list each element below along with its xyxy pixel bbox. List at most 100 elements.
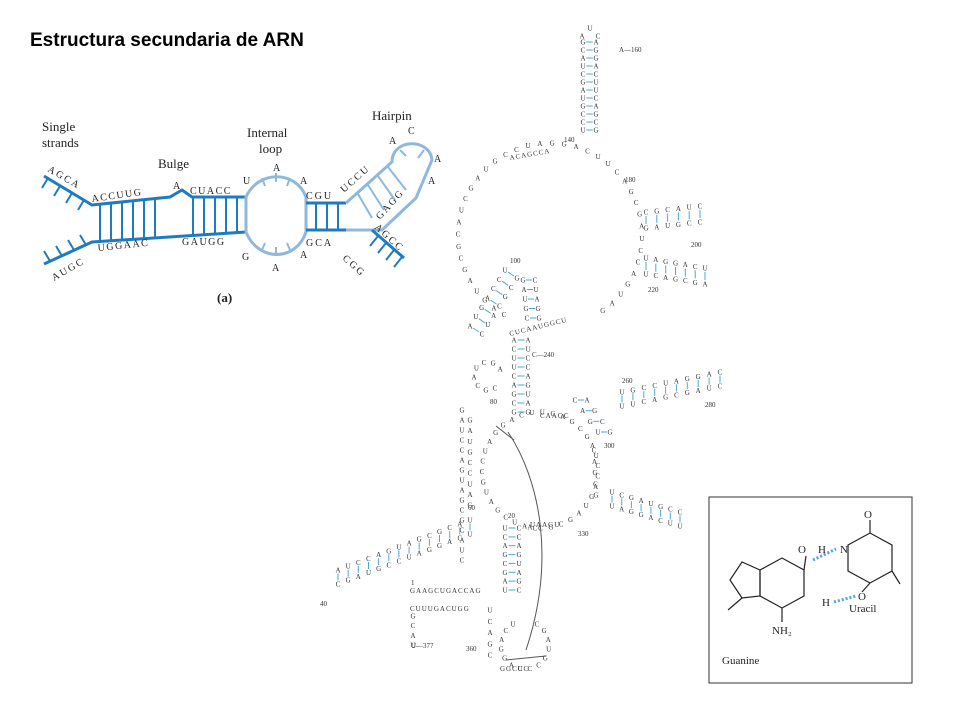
nucleotide-glyph: U bbox=[580, 127, 585, 135]
nucleotide-glyph: G bbox=[487, 640, 492, 648]
nucleotide-glyph: G bbox=[630, 386, 635, 394]
nucleotide-glyph: G bbox=[543, 654, 548, 662]
seq-hp-loop-1: C bbox=[408, 126, 415, 137]
nucleotide-glyph: A bbox=[467, 427, 472, 435]
nucleotide-glyph: C bbox=[411, 622, 416, 630]
nucleotide-glyph: A bbox=[498, 366, 503, 374]
nucleotide-glyph: C bbox=[512, 373, 517, 381]
nucleotide-glyph: A bbox=[631, 270, 636, 278]
nucleotide-glyph: C bbox=[493, 385, 498, 393]
pos-377: U—377 bbox=[411, 642, 434, 650]
nucleotide-glyph: A bbox=[475, 174, 480, 182]
tertiary-line-3 bbox=[505, 655, 547, 661]
label-loop: loop bbox=[259, 141, 282, 156]
nucleotide-glyph: A bbox=[511, 382, 516, 390]
nucleotide-glyph: G bbox=[600, 307, 605, 315]
nucleotide-glyph: G bbox=[589, 493, 594, 501]
nucleotide-glyph: U bbox=[619, 403, 624, 411]
nucleotide-glyph: U bbox=[580, 63, 585, 71]
nucleotide-glyph: G bbox=[592, 407, 597, 415]
nucleotide-glyph: U bbox=[643, 271, 648, 279]
pos-360: 360 bbox=[466, 645, 477, 653]
nucleotide-glyph: G bbox=[495, 506, 500, 514]
nucleotide-glyph: G bbox=[468, 184, 473, 192]
nucleotide-glyph: C bbox=[678, 509, 683, 517]
nucleotide-glyph: A bbox=[521, 286, 526, 294]
nucleotide-glyph: G bbox=[502, 654, 507, 662]
nucleotide-glyph: A bbox=[593, 63, 598, 71]
internal-loop-ticks bbox=[261, 173, 291, 255]
atom-h-1: H bbox=[818, 544, 826, 556]
atom-n-uracil: N bbox=[840, 544, 848, 556]
nucleotide-glyph: A bbox=[356, 573, 361, 581]
nucleotide-glyph: A bbox=[610, 299, 615, 307]
base-pair-dash bbox=[507, 271, 515, 277]
nucleotide-glyph: U bbox=[502, 587, 507, 595]
nucleotide-glyph: G bbox=[585, 433, 590, 441]
nucleotide-glyph: C bbox=[525, 315, 530, 323]
nucleotide-glyph: C bbox=[653, 272, 658, 280]
nucleotide-glyph: C bbox=[517, 587, 522, 595]
base-pair-dash bbox=[478, 318, 486, 324]
pos-100: 100 bbox=[510, 257, 521, 265]
nucleotide-glyph: U bbox=[459, 207, 464, 215]
nucleotide-glyph: C bbox=[573, 397, 578, 405]
nucleotide-glyph: C bbox=[592, 447, 597, 455]
nucleotide-glyph: G bbox=[550, 140, 555, 148]
nucleotide-glyph: A bbox=[489, 498, 494, 506]
nucleotide-glyph: C bbox=[526, 364, 531, 372]
nucleotide-glyph: G bbox=[511, 391, 516, 399]
label-caption-a: (a) bbox=[217, 290, 232, 305]
nucleotide-glyph: C bbox=[460, 437, 465, 445]
pos-300: 300 bbox=[604, 442, 615, 450]
nucleotide-glyph: A bbox=[516, 542, 521, 550]
nucleotide-glyph: A bbox=[511, 337, 516, 345]
nucleotide-glyph: U bbox=[487, 607, 492, 615]
nucleotide-glyph: G bbox=[437, 528, 442, 536]
nucleotide-glyph: C bbox=[550, 410, 555, 418]
nucleotide-glyph: A bbox=[676, 205, 681, 213]
tertiary-line-2 bbox=[495, 425, 515, 441]
nucleotide-glyph: A bbox=[593, 103, 598, 111]
nucleotide-glyph: A bbox=[487, 438, 492, 446]
nucleotide-glyph: U bbox=[593, 87, 598, 95]
nucleotide-glyph: C bbox=[460, 557, 465, 565]
nucleotide-glyph: U bbox=[510, 621, 515, 629]
nucleotide-glyph: G bbox=[516, 578, 521, 586]
nucleotide-glyph: G bbox=[580, 79, 585, 87]
nucleotide-glyph: A bbox=[447, 538, 452, 546]
nucleotide-glyph: G bbox=[673, 260, 678, 268]
nucleotide-glyph: U bbox=[518, 665, 523, 673]
nucleotide-glyph: A bbox=[683, 261, 688, 269]
nucleotide-glyph: G bbox=[462, 266, 467, 274]
nucleotide-glyph: C bbox=[517, 525, 522, 533]
nucleotide-glyph: G bbox=[520, 277, 525, 285]
nucleotide-glyph: C bbox=[658, 517, 663, 525]
nucleotide-glyph: A bbox=[516, 569, 521, 577]
nucleotide-glyph: A bbox=[639, 497, 644, 505]
nucleotide-glyph: G bbox=[654, 207, 659, 215]
nucleotide-glyph: C bbox=[488, 618, 493, 626]
nucleotide-glyph: G bbox=[676, 221, 681, 229]
nucleotide-glyph: U bbox=[467, 438, 472, 446]
nucleotide-glyph: U bbox=[366, 569, 371, 577]
nucleotide-glyph: C bbox=[497, 276, 502, 284]
seq-uaagu: UAAGU bbox=[530, 521, 560, 529]
hairpin-arm bbox=[345, 142, 434, 232]
pos-40: 40 bbox=[320, 600, 328, 608]
nucleotide-glyph: U bbox=[587, 25, 592, 33]
nucleotide-glyph: C bbox=[456, 231, 461, 239]
nucleotide-glyph: U bbox=[396, 543, 401, 551]
nucleotide-glyph: A bbox=[648, 514, 653, 522]
label-uracil: Uracil bbox=[849, 603, 876, 615]
nucleotide-glyph: C bbox=[585, 147, 590, 155]
nucleotide-chains: GCAUCGAUGCCUAGGACUUCAGCGAUCCAGUAGCGCAUCG… bbox=[335, 25, 722, 674]
nucleotide-glyph: C bbox=[460, 447, 465, 455]
nucleotide-glyph: C bbox=[488, 652, 493, 660]
label-single: Single bbox=[42, 119, 75, 134]
nucleotide-glyph: C bbox=[480, 331, 485, 339]
pos-160: A—160 bbox=[619, 46, 642, 54]
nucleotide-glyph: C bbox=[509, 284, 514, 292]
nucleotide-glyph: C bbox=[356, 559, 361, 567]
